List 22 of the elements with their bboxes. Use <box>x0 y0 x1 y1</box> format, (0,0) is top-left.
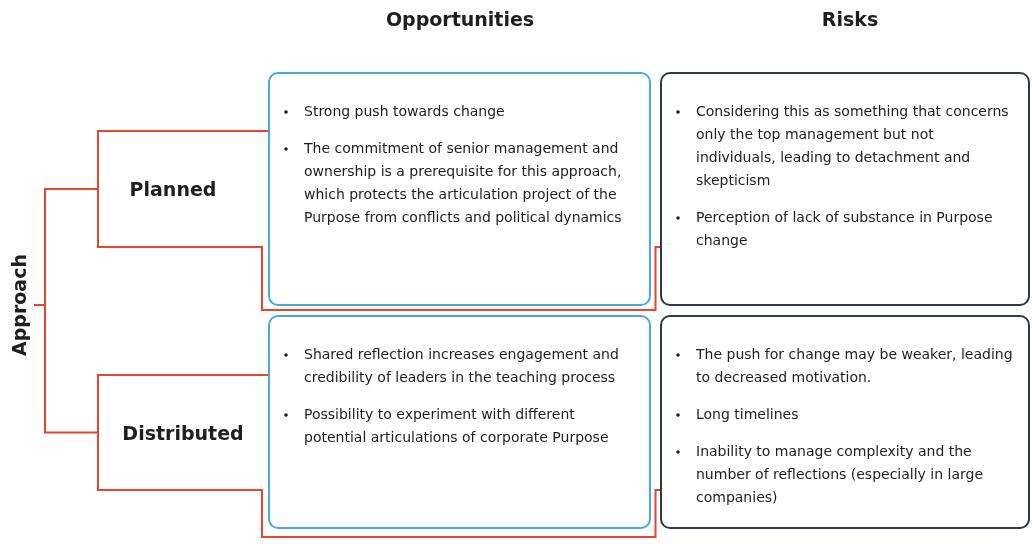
opportunity-card <box>268 315 651 529</box>
bullet-text: Long timelines <box>696 406 799 422</box>
axis-title: Approach <box>8 254 30 356</box>
connector-line <box>96 246 661 311</box>
risk-card <box>660 315 1030 529</box>
column-header: Opportunities <box>385 8 535 30</box>
bullet-text: Possibility to experiment with different potential articulations of corporate Purpose <box>304 406 609 445</box>
connector-line <box>96 489 661 538</box>
row-label: Distributed <box>122 421 244 444</box>
bullet-text: Considering this as something that concerns only the top management but not individuals, leading to detachment and skepticism <box>696 103 1009 188</box>
bullet-text: Strong push towards change <box>304 103 505 119</box>
column-header: Risks <box>821 8 879 30</box>
bullet-text: The push for change may be weaker, leading to decreased motivation. <box>696 346 1013 385</box>
connector-line <box>96 374 269 376</box>
connector-line <box>96 130 269 132</box>
bullet-text: Shared reflection increases engagement and credibility of leaders in the teaching process <box>304 346 619 385</box>
bullet-text: The commitment of senior management and ownership is a prerequisite for this approach, which protects the articulation project of the Purpose from conflicts and political dynamics <box>304 140 622 225</box>
opportunity-card <box>268 72 651 306</box>
row-label: Planned <box>129 178 217 200</box>
risk-card <box>660 72 1030 306</box>
bullet-text: Inability to manage complexity and the number of reflections (especially in large companies) <box>696 443 984 505</box>
bullet-text: Perception of lack of substance in Purpose change <box>696 209 993 248</box>
